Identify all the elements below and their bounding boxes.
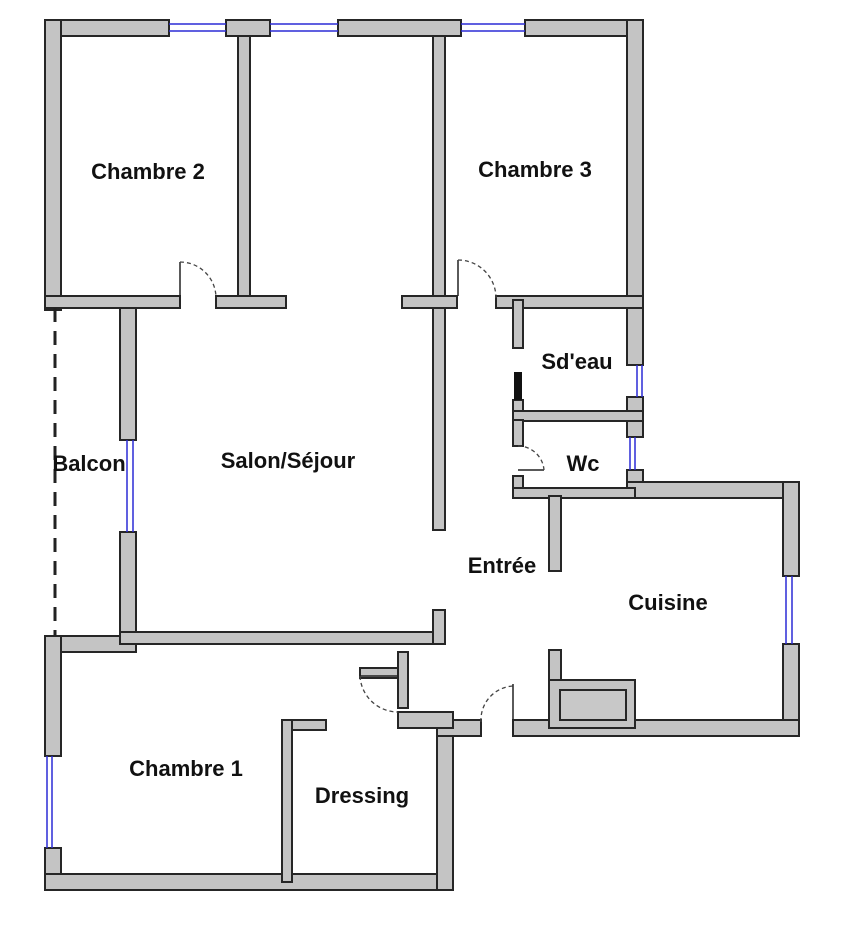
door-wc [517, 445, 545, 471]
wall-chambre3-south-right [495, 295, 644, 309]
wall-right-wc [626, 469, 644, 483]
wall-right-chambre3 [626, 19, 644, 366]
wall-bottom-chambre1 [44, 873, 454, 891]
wall-sdeau-west-upper [512, 299, 524, 349]
interior-walls [44, 35, 644, 883]
wall-salon-south [119, 631, 446, 645]
wall-left-salon-upper [119, 299, 137, 441]
window-chambre3 [461, 23, 525, 32]
room-label-chambre2: Chambre 2 [91, 159, 205, 184]
room-label-balcon: Balcon [52, 451, 125, 476]
wall-sdeau-south [512, 410, 644, 422]
window-chambre1 [46, 756, 53, 848]
wall-chambre2-east [237, 35, 251, 301]
room-label-chambre1: Chambre 1 [129, 756, 243, 781]
windows [46, 23, 793, 848]
wall-top-2 [225, 19, 271, 37]
wall-wc-west-upper [512, 419, 524, 447]
wall-top-cuisine [626, 481, 800, 499]
door-entree [480, 684, 514, 723]
window-salon [270, 23, 338, 32]
window-chambre2 [169, 23, 226, 32]
sdeau-door-leaf [514, 372, 522, 400]
wall-entree-cuisine [548, 495, 562, 572]
wall-left-salon-lower [119, 531, 137, 645]
room-labels: Chambre 2 Chambre 3 Sd'eau Wc Balcon Sal… [52, 157, 707, 808]
wall-chambre1-dressing [281, 719, 293, 883]
door-chambre1 [359, 675, 399, 713]
room-label-chambre3: Chambre 3 [478, 157, 592, 182]
wall-right-cuisine-upper [782, 481, 800, 577]
window-wc [629, 437, 636, 470]
room-label-wc: Wc [567, 451, 600, 476]
window-cuisine [785, 576, 793, 644]
wall-wc-south [512, 487, 636, 499]
wall-dressing-top [397, 711, 454, 729]
room-label-salon: Salon/Séjour [221, 448, 356, 473]
wall-chambre2-south-left [44, 295, 181, 309]
wall-salon-east [432, 35, 446, 531]
room-label-cuisine: Cuisine [628, 590, 707, 615]
window-salon-balcony [126, 440, 134, 532]
wall-salon-south-stub [432, 609, 446, 645]
wall-top-3 [337, 19, 462, 37]
door-chambre2 [179, 261, 217, 299]
wall-right-dressing [436, 727, 454, 891]
kitchen-appliance [559, 689, 627, 721]
doors [179, 259, 545, 723]
wall-chambre2-south-right [215, 295, 287, 309]
wall-left-chambre1-upper [44, 635, 62, 757]
room-label-dressing: Dressing [315, 783, 409, 808]
wall-top-4 [524, 19, 644, 37]
room-label-sdeau: Sd'eau [541, 349, 612, 374]
wall-top-1 [44, 19, 170, 37]
wall-chambre3-south-left [401, 295, 458, 309]
wall-dressing-door-jamb [397, 651, 409, 709]
window-sdeau [636, 365, 643, 397]
door-chambre3 [457, 259, 497, 299]
room-label-entree: Entrée [468, 553, 536, 578]
wall-left-chambre2 [44, 19, 62, 311]
